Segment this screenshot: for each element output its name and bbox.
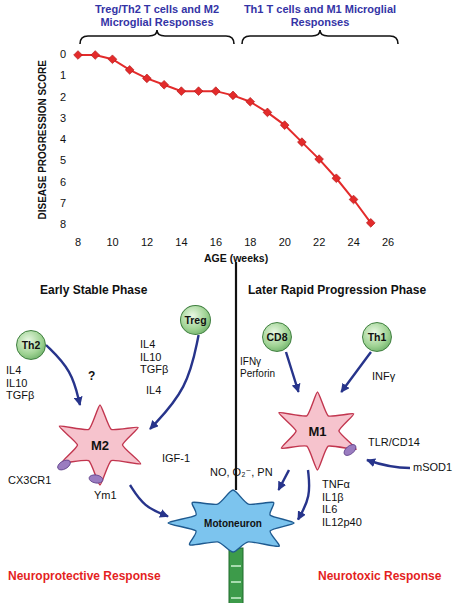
tick-label: 20: [279, 236, 291, 249]
cytokine-label: INFγ: [372, 370, 395, 383]
tick-label: 5: [60, 154, 66, 167]
tick-label: 8: [75, 236, 81, 249]
data-point: [74, 51, 83, 60]
neuron-body: [168, 490, 294, 552]
axon-segment: [231, 565, 241, 567]
cytokine-list: IFNγ Perforin: [240, 356, 275, 379]
tick-label: 2: [60, 91, 66, 104]
t-cell: Th2: [16, 330, 46, 360]
data-point: [263, 108, 272, 117]
axis-title: DISEASE PROGRESSION SCORE: [36, 60, 48, 219]
t-cell: Treg: [180, 305, 211, 335]
phase-response-title: Treg/Th2 T cells and M2 Microglial Respo…: [79, 3, 235, 28]
data-point: [349, 195, 358, 204]
data-point: [246, 97, 255, 106]
phase-title: Early Stable Phase: [40, 284, 147, 298]
data-point: [332, 174, 341, 183]
tick-label: 6: [60, 176, 66, 189]
microglia-body: [59, 405, 140, 485]
receptor: [56, 458, 72, 472]
signal-arrow: [150, 335, 199, 429]
tick-label: 1: [60, 69, 66, 82]
tick-label: 26: [382, 236, 394, 249]
tick-label: 18: [244, 236, 256, 249]
factor-label: NO, O₂⁻, PN: [210, 466, 273, 479]
data-point: [315, 155, 324, 164]
t-cell: CD8: [262, 322, 292, 352]
tick-label: 3: [60, 112, 66, 125]
cytokine-list: TNFα IL1β IL6 IL12p40: [322, 478, 362, 529]
data-point: [160, 80, 169, 89]
tick-label: 4: [60, 133, 66, 146]
data-point: [280, 121, 289, 130]
data-point: [143, 74, 152, 83]
receptor-label: CX3CR1: [8, 474, 51, 487]
response-label: Neuroprotective Response: [8, 570, 161, 584]
signal-arrow: [341, 352, 371, 392]
receptor-label: TLR/CD14: [368, 436, 420, 449]
data-point: [108, 55, 117, 64]
microglia-body: [279, 392, 356, 470]
data-point: [211, 87, 220, 96]
data-point: [298, 138, 307, 147]
axon-segment: [231, 597, 241, 599]
phase-title: Later Rapid Progression Phase: [248, 284, 426, 298]
cytokine-list: IL4 IL10 TGFβ: [140, 338, 168, 376]
stimulus-label: mSOD1: [413, 461, 452, 474]
tick-label: 12: [141, 236, 153, 249]
data-point: [194, 87, 203, 96]
data-point: [366, 219, 375, 228]
t-cell: Th1: [362, 322, 392, 352]
phase-bracket: [80, 30, 234, 44]
tick-label: 8: [60, 218, 66, 231]
data-point: [177, 87, 186, 96]
axis-title: AGE (weeks): [204, 252, 268, 264]
tick-label: 14: [175, 236, 187, 249]
node-label: CD8: [266, 331, 287, 343]
signal-arrow: [298, 470, 309, 520]
data-point: [229, 91, 238, 100]
motoneuron-cell: Motoneuron: [168, 490, 298, 556]
phase-divider: [235, 262, 237, 490]
tick-label: 7: [60, 197, 66, 210]
signal-arrow: [130, 485, 168, 516]
response-label: Neurotoxic Response: [318, 570, 441, 584]
phase-bracket: [242, 30, 398, 44]
progression-line: [78, 55, 371, 223]
node-label: Th1: [368, 331, 387, 343]
axon: [229, 548, 243, 603]
receptor: [88, 474, 103, 484]
microglia-cell: M2: [50, 405, 150, 485]
cytokine-list: IL4 IL10 TGFβ: [6, 364, 34, 402]
node-label: Treg: [184, 314, 206, 326]
stimulus-arrow: [367, 460, 410, 468]
factor-label: IGF-1: [162, 452, 190, 465]
tick-label: 22: [313, 236, 325, 249]
data-point: [125, 66, 134, 75]
data-point: [91, 51, 100, 60]
receptor: [342, 442, 358, 457]
node-label: M1: [308, 424, 326, 439]
question-mark: ?: [88, 370, 95, 384]
tick-label: 10: [106, 236, 118, 249]
axon-segment: [231, 581, 241, 583]
tick-label: 0: [60, 48, 66, 61]
node-label: Th2: [22, 339, 41, 351]
cytokine-label: IL4: [146, 384, 161, 397]
signal-arrow: [286, 352, 299, 392]
tick-label: 16: [210, 236, 222, 249]
signal-arrow: [279, 470, 290, 490]
node-label: Motoneuron: [204, 518, 262, 529]
receptor-label: Ym1: [94, 489, 117, 502]
phase-response-title: Th1 T cells and M1 Microglial Responses: [242, 3, 398, 28]
node-label: M2: [91, 438, 109, 453]
microglia-cell: M1: [270, 392, 365, 470]
signal-arrow: [46, 345, 80, 405]
tick-label: 24: [348, 236, 360, 249]
